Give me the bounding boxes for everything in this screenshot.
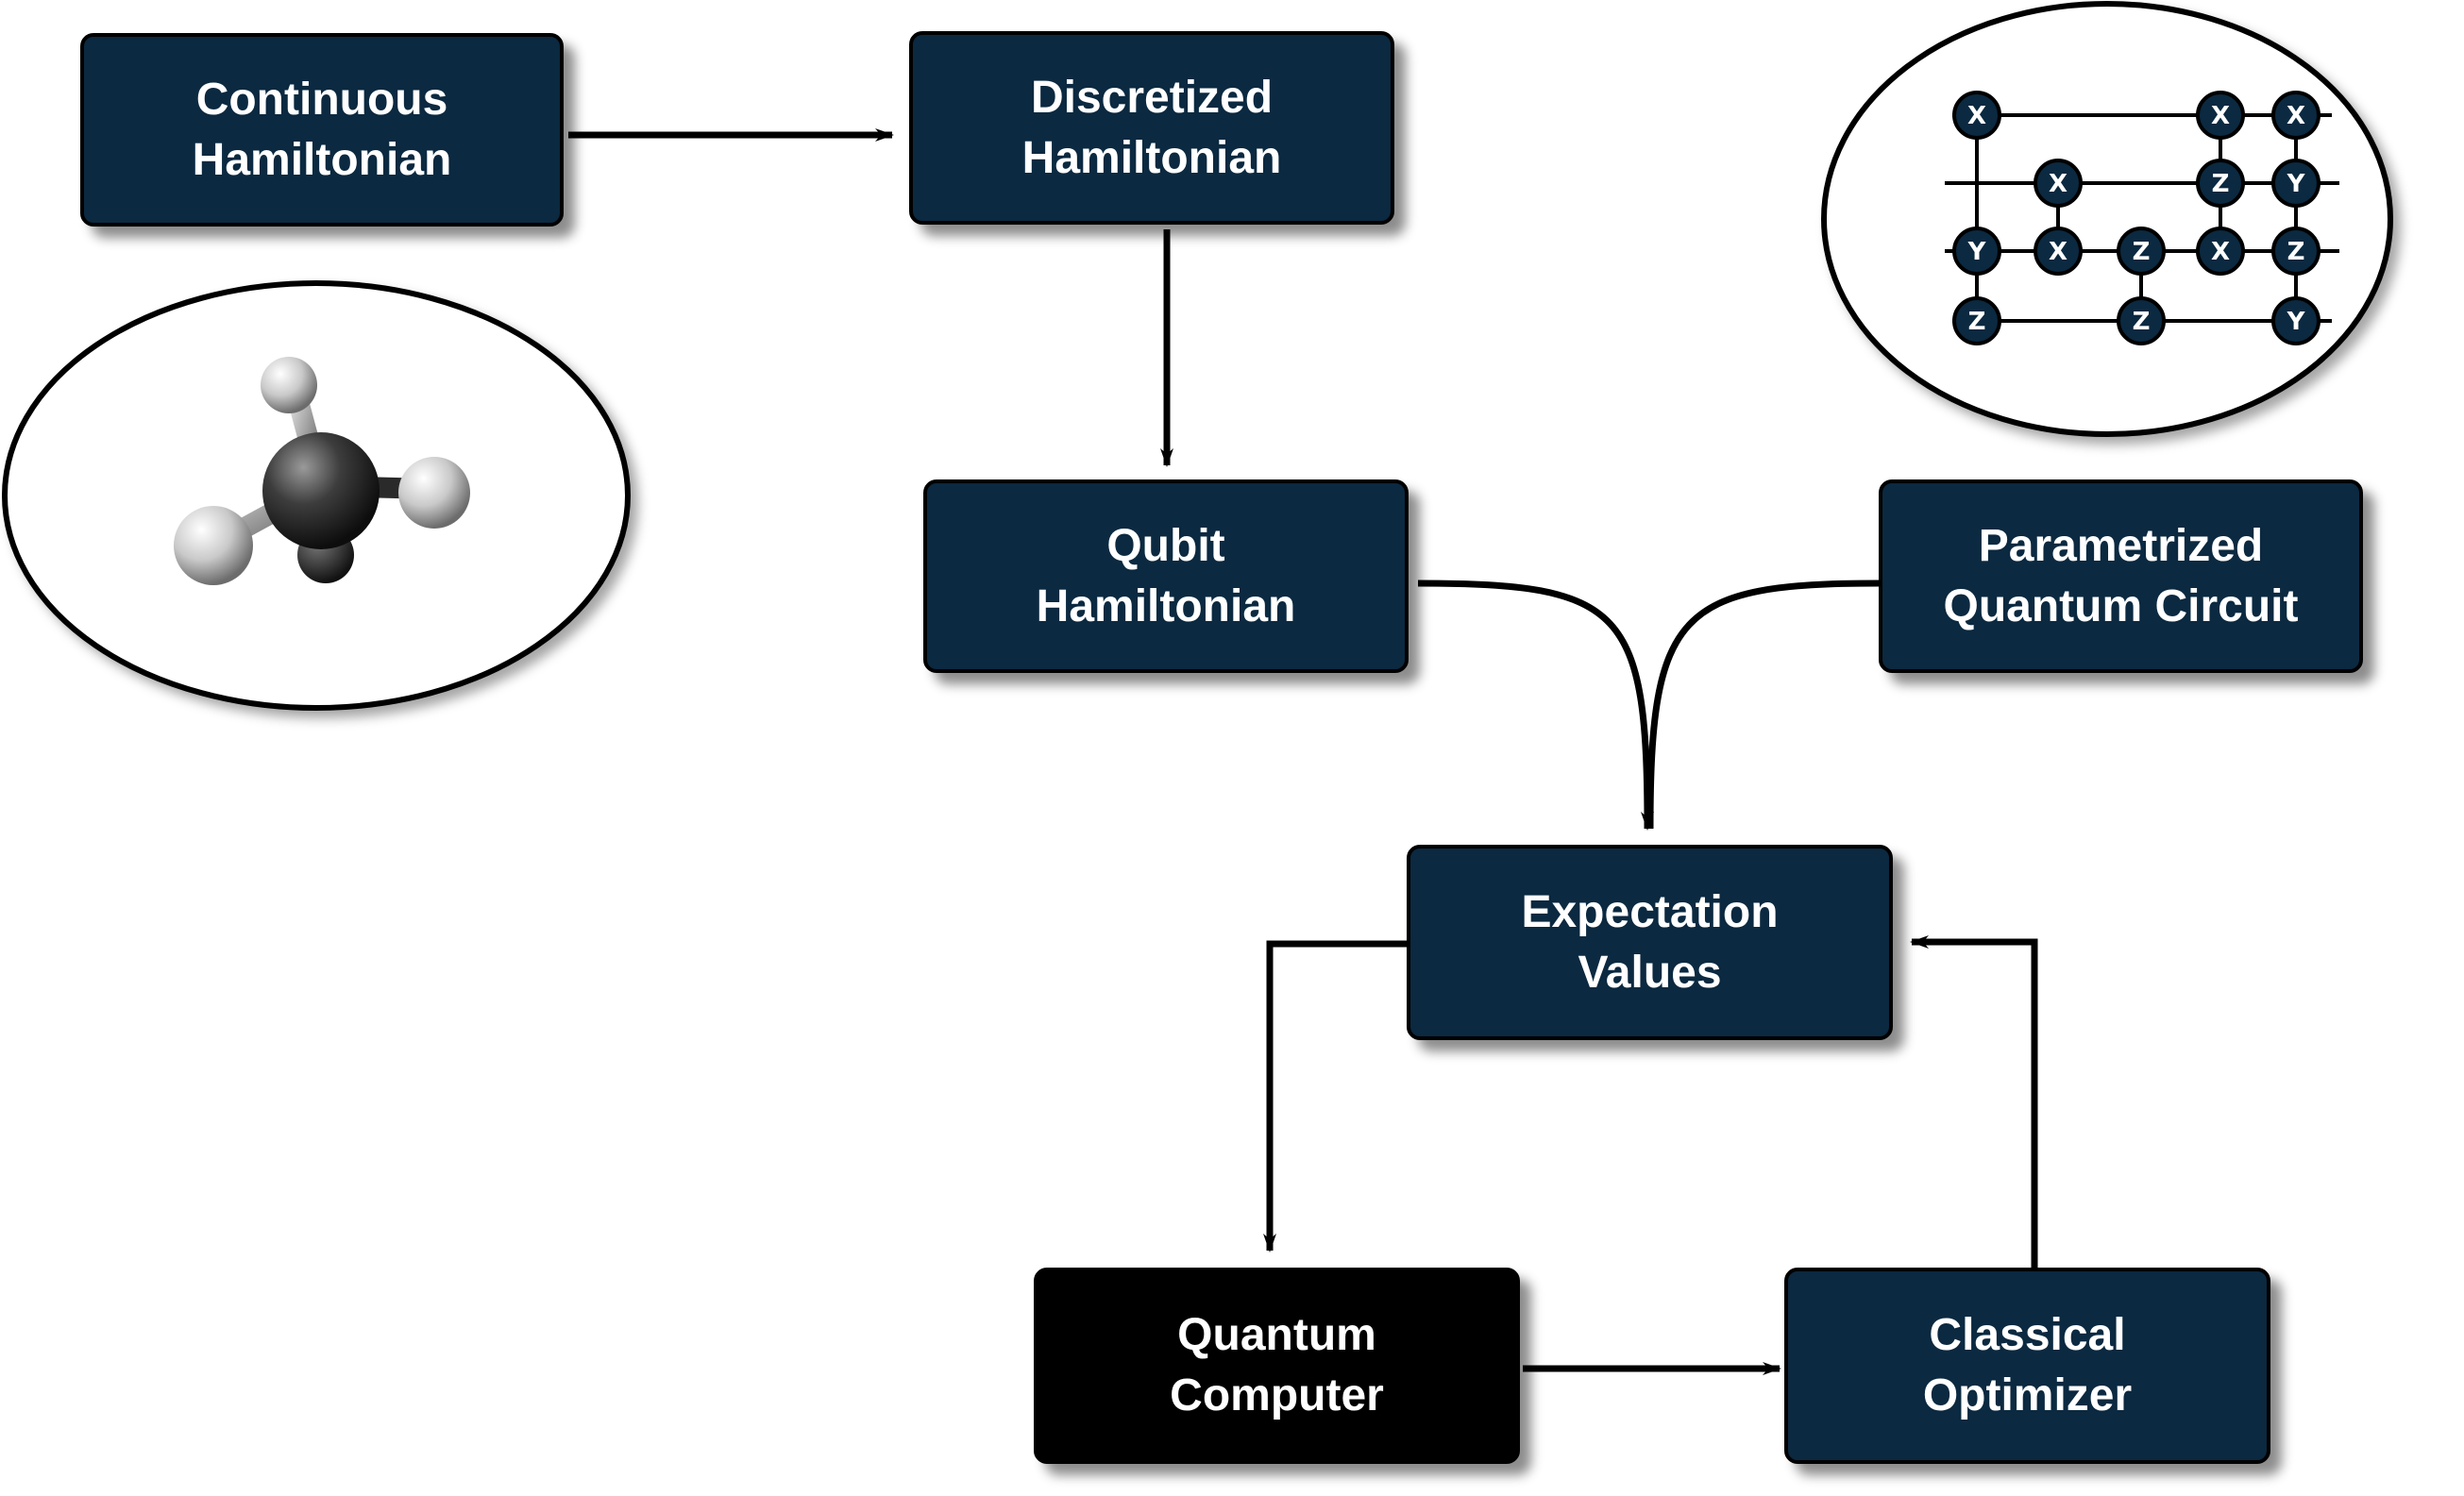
node-parametrized-quantum-circuit-line1: Parametrized: [1978, 520, 2264, 571]
circuit-ellipse: [1821, 1, 2393, 437]
node-expectation-values-line2: Values: [1578, 947, 1722, 998]
molecule-illustration: [2, 280, 631, 711]
pauli-gate-circle: [2196, 227, 2245, 276]
pauli-gate-label: Z: [1968, 308, 1986, 336]
node-discretized-hamiltonian-line2: Hamiltonian: [1021, 132, 1282, 183]
node-qubit-hamiltonian-line2: Hamiltonian: [1036, 580, 1296, 631]
flow-arrows: [568, 128, 2038, 1375]
methane-molecule-icon: [174, 357, 470, 585]
node-discretized-hamiltonian-line1: Discretized: [1030, 72, 1274, 123]
node-discretized-hamiltonian: Discretized Hamiltonian: [909, 31, 1394, 225]
pauli-gates: X X X X Z Y Y X Z X Z Z Z Y: [1952, 91, 2321, 345]
arrow-qubit-to-expectation: [1417, 580, 1654, 831]
pauli-gate-g10: X: [2196, 227, 2245, 276]
pauli-gate-label: Z: [2212, 170, 2230, 198]
pauli-gate-circle: [2271, 159, 2321, 208]
pauli-gate-g8: X: [2034, 227, 2083, 276]
pauli-gate-circle: [2117, 227, 2166, 276]
hydrogen-atom-top: [261, 357, 317, 413]
pauli-circuit-illustration: X X X X Z Y Y X Z X Z Z Z Y: [1821, 1, 2393, 437]
pauli-gate-g11: Z: [2271, 227, 2321, 276]
hydrogen-atom-left: [174, 506, 253, 585]
pauli-gate-circle: [2117, 296, 2166, 345]
pauli-gate-circle: [2196, 91, 2245, 140]
pauli-gate-circle: [1952, 227, 2001, 276]
pauli-gate-label: Y: [1967, 238, 1987, 266]
pauli-gate-label: Z: [2133, 238, 2151, 266]
pauli-gate-g12: Z: [1952, 296, 2001, 345]
pauli-gate-circle: [1952, 296, 2001, 345]
node-qubit-hamiltonian-line1: Qubit: [1106, 520, 1225, 571]
pauli-gate-circle: [2271, 296, 2321, 345]
node-parametrized-quantum-circuit: Parametrized Quantum Circuit: [1879, 479, 2363, 673]
arrow-circuit-to-expectation: [1646, 580, 1880, 830]
pauli-gate-g13: Z: [2117, 296, 2166, 345]
node-continuous-hamiltonian: Continuous Hamiltonian: [80, 33, 564, 227]
hydrogen-atom-right: [398, 457, 470, 529]
node-classical-optimizer: Classical Optimizer: [1784, 1268, 2270, 1464]
pauli-gate-label: X: [1967, 102, 1986, 130]
node-quantum-computer: Quantum Computer: [1034, 1268, 1520, 1464]
pauli-gate-g9: Z: [2117, 227, 2166, 276]
node-classical-optimizer-line1: Classical: [1929, 1310, 2126, 1360]
node-parametrized-quantum-circuit-line2: Quantum Circuit: [1943, 580, 2299, 631]
pauli-gate-label: Z: [2133, 308, 2151, 336]
pauli-gate-g6: Y: [2271, 159, 2321, 208]
carbon-atom: [262, 432, 380, 549]
pauli-gate-g3: X: [2271, 91, 2321, 140]
pauli-gate-g7: Y: [1952, 227, 2001, 276]
pauli-gate-label: X: [2211, 238, 2230, 266]
node-expectation-values-line1: Expectation: [1521, 886, 1779, 937]
pauli-gate-label: X: [2287, 102, 2305, 130]
pauli-gate-label: X: [2049, 238, 2067, 266]
node-expectation-values: Expectation Values: [1407, 845, 1893, 1040]
pauli-gate-g2: X: [2196, 91, 2245, 140]
arrow-expectation-to-quantum-computer: [1263, 940, 1407, 1252]
pauli-gate-label: X: [2211, 102, 2230, 130]
node-qubit-hamiltonian: Qubit Hamiltonian: [923, 479, 1409, 673]
pauli-gate-circle: [2034, 227, 2083, 276]
node-quantum-computer-line2: Computer: [1170, 1370, 1384, 1420]
pauli-gate-circle: [2196, 159, 2245, 208]
pauli-gate-circle: [1952, 91, 2001, 140]
pauli-gate-g1: X: [1952, 91, 2001, 140]
node-classical-optimizer-line2: Optimizer: [1922, 1370, 2133, 1420]
pauli-gate-label: X: [2049, 170, 2067, 198]
pauli-gate-circle: [2034, 159, 2083, 208]
pauli-gate-label: Y: [2287, 170, 2306, 198]
node-quantum-computer-line1: Quantum: [1177, 1310, 1376, 1360]
pauli-gate-label: Y: [2287, 308, 2306, 336]
pauli-gate-g5: Z: [2196, 159, 2245, 208]
pauli-gate-circle: [2271, 91, 2321, 140]
pauli-gate-label: Z: [2287, 238, 2305, 266]
pauli-gate-circle: [2271, 227, 2321, 276]
pauli-gate-g4: X: [2034, 159, 2083, 208]
node-continuous-hamiltonian-line1: Continuous: [195, 74, 448, 125]
node-continuous-hamiltonian-line2: Hamiltonian: [192, 134, 452, 185]
arrow-optimizer-to-expectation: [1910, 935, 2038, 1269]
pauli-gate-g14: Y: [2271, 296, 2321, 345]
